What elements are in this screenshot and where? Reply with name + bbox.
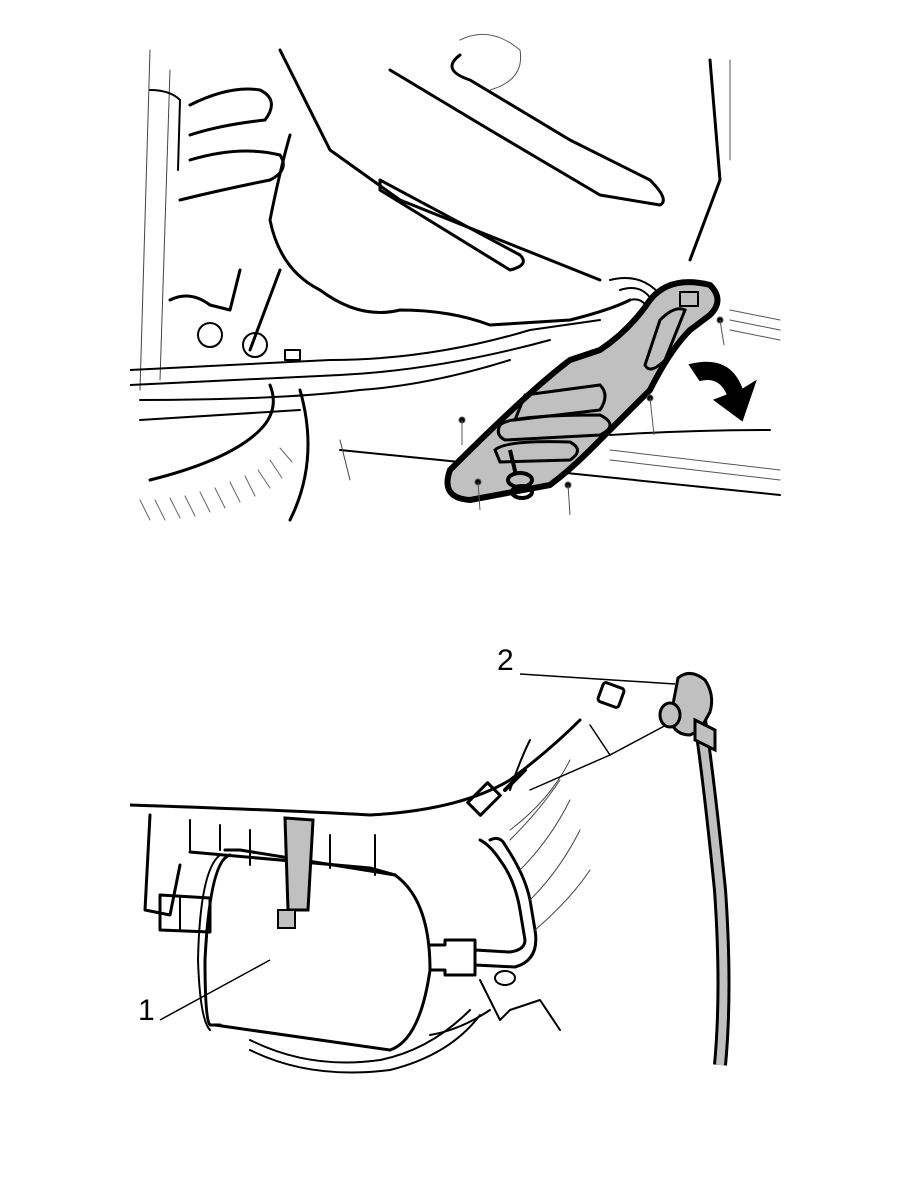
callout-label-1: 1 xyxy=(138,994,155,1027)
callout-1-leader xyxy=(159,959,271,1021)
shield-removal-illustration xyxy=(130,33,781,522)
shield-plate xyxy=(444,279,721,503)
callout-label-2: 2 xyxy=(497,644,514,677)
callout-2-leader xyxy=(519,673,676,685)
push-rivet-icon xyxy=(506,449,534,500)
fuel-line-hose xyxy=(693,719,731,1066)
curved-arrow-icon xyxy=(688,361,757,422)
fuel-line-quick-connector xyxy=(658,672,717,753)
screw-icons xyxy=(458,316,725,516)
filter-mounting-strap xyxy=(277,816,315,929)
figure-shield-removal xyxy=(130,30,790,530)
fuel-filter-illustration xyxy=(130,672,731,1074)
figure-fuel-filter xyxy=(130,640,790,1080)
